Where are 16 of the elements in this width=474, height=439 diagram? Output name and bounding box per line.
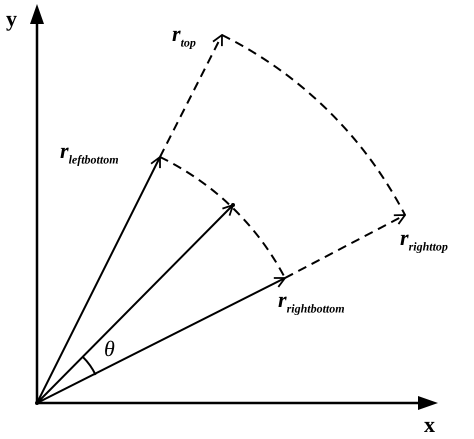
arc (222, 34, 406, 216)
arrow (36, 156, 161, 404)
arrow (36, 204, 234, 404)
vector-point (35, 401, 39, 405)
vector-label: r$_{rightbottom}$ (278, 289, 345, 314)
arrow (284, 214, 406, 279)
vector-label: r$_{leftbottom}$ (60, 140, 119, 166)
vector-label: r$_{top}$ (172, 23, 196, 48)
axis-label: x (424, 414, 435, 436)
arrow (159, 34, 223, 158)
axis-label: y (6, 8, 17, 30)
angle-label: θ (104, 338, 115, 360)
vector-label: r$_{righttop}$ (400, 227, 448, 252)
vector-point (231, 203, 235, 207)
arc (160, 156, 286, 279)
arrow (36, 277, 286, 404)
